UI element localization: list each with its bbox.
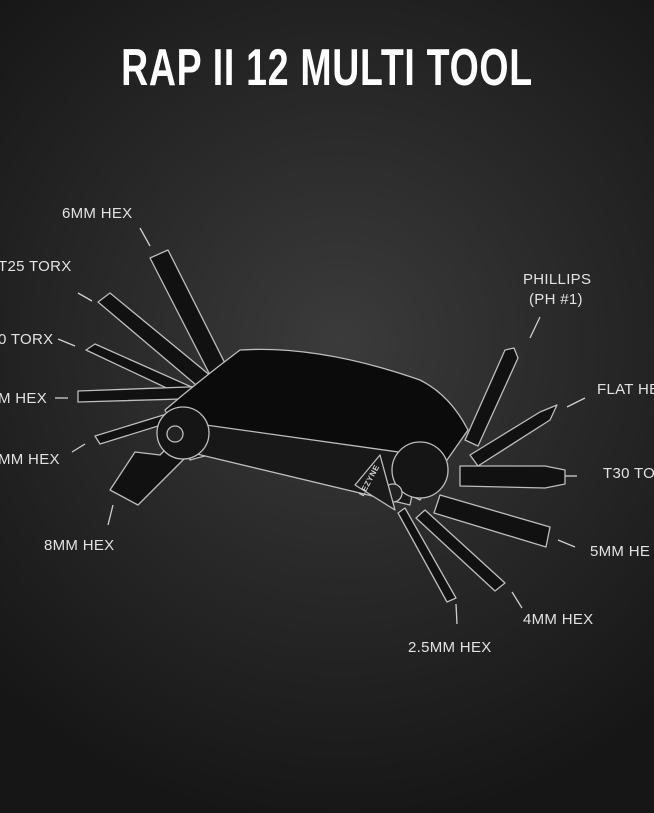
- bit-t30-torx: [459, 465, 566, 489]
- label-t30-torx: T30 TO: [603, 465, 654, 482]
- bit-flat: [469, 404, 558, 467]
- right-pivot: [391, 441, 449, 499]
- label-t20-torx: 0 TORX: [0, 331, 54, 348]
- bit-2-5mm-hex: [397, 507, 457, 603]
- bit-phillips: [464, 347, 519, 447]
- label-t25-torx: T25 TORX: [0, 258, 72, 275]
- label-2mm-hex: MM HEX: [0, 451, 60, 468]
- bit-5mm-hex: [433, 494, 551, 548]
- label-3mm-hex: M HEX: [0, 390, 48, 407]
- label-phillips-size: (PH #1): [529, 291, 583, 308]
- label-2-5mm-hex: 2.5MM HEX: [408, 639, 492, 656]
- brand-badge: [354, 454, 396, 511]
- label-4mm-hex: 4MM HEX: [523, 611, 594, 628]
- label-6mm-hex: 6MM HEX: [62, 205, 133, 222]
- label-phillips: PHILLIPS: [523, 271, 592, 288]
- page-title: RAP II 12 MULTI TOOL: [121, 39, 533, 97]
- left-pivot-bolt: [166, 425, 184, 443]
- label-8mm-hex: 8MM HEX: [44, 537, 115, 554]
- label-5mm-hex: 5MM HE: [590, 543, 651, 560]
- label-flat: FLAT HE: [597, 381, 654, 398]
- leader-lines: [55, 227, 586, 625]
- bit-4mm-hex: [415, 509, 506, 592]
